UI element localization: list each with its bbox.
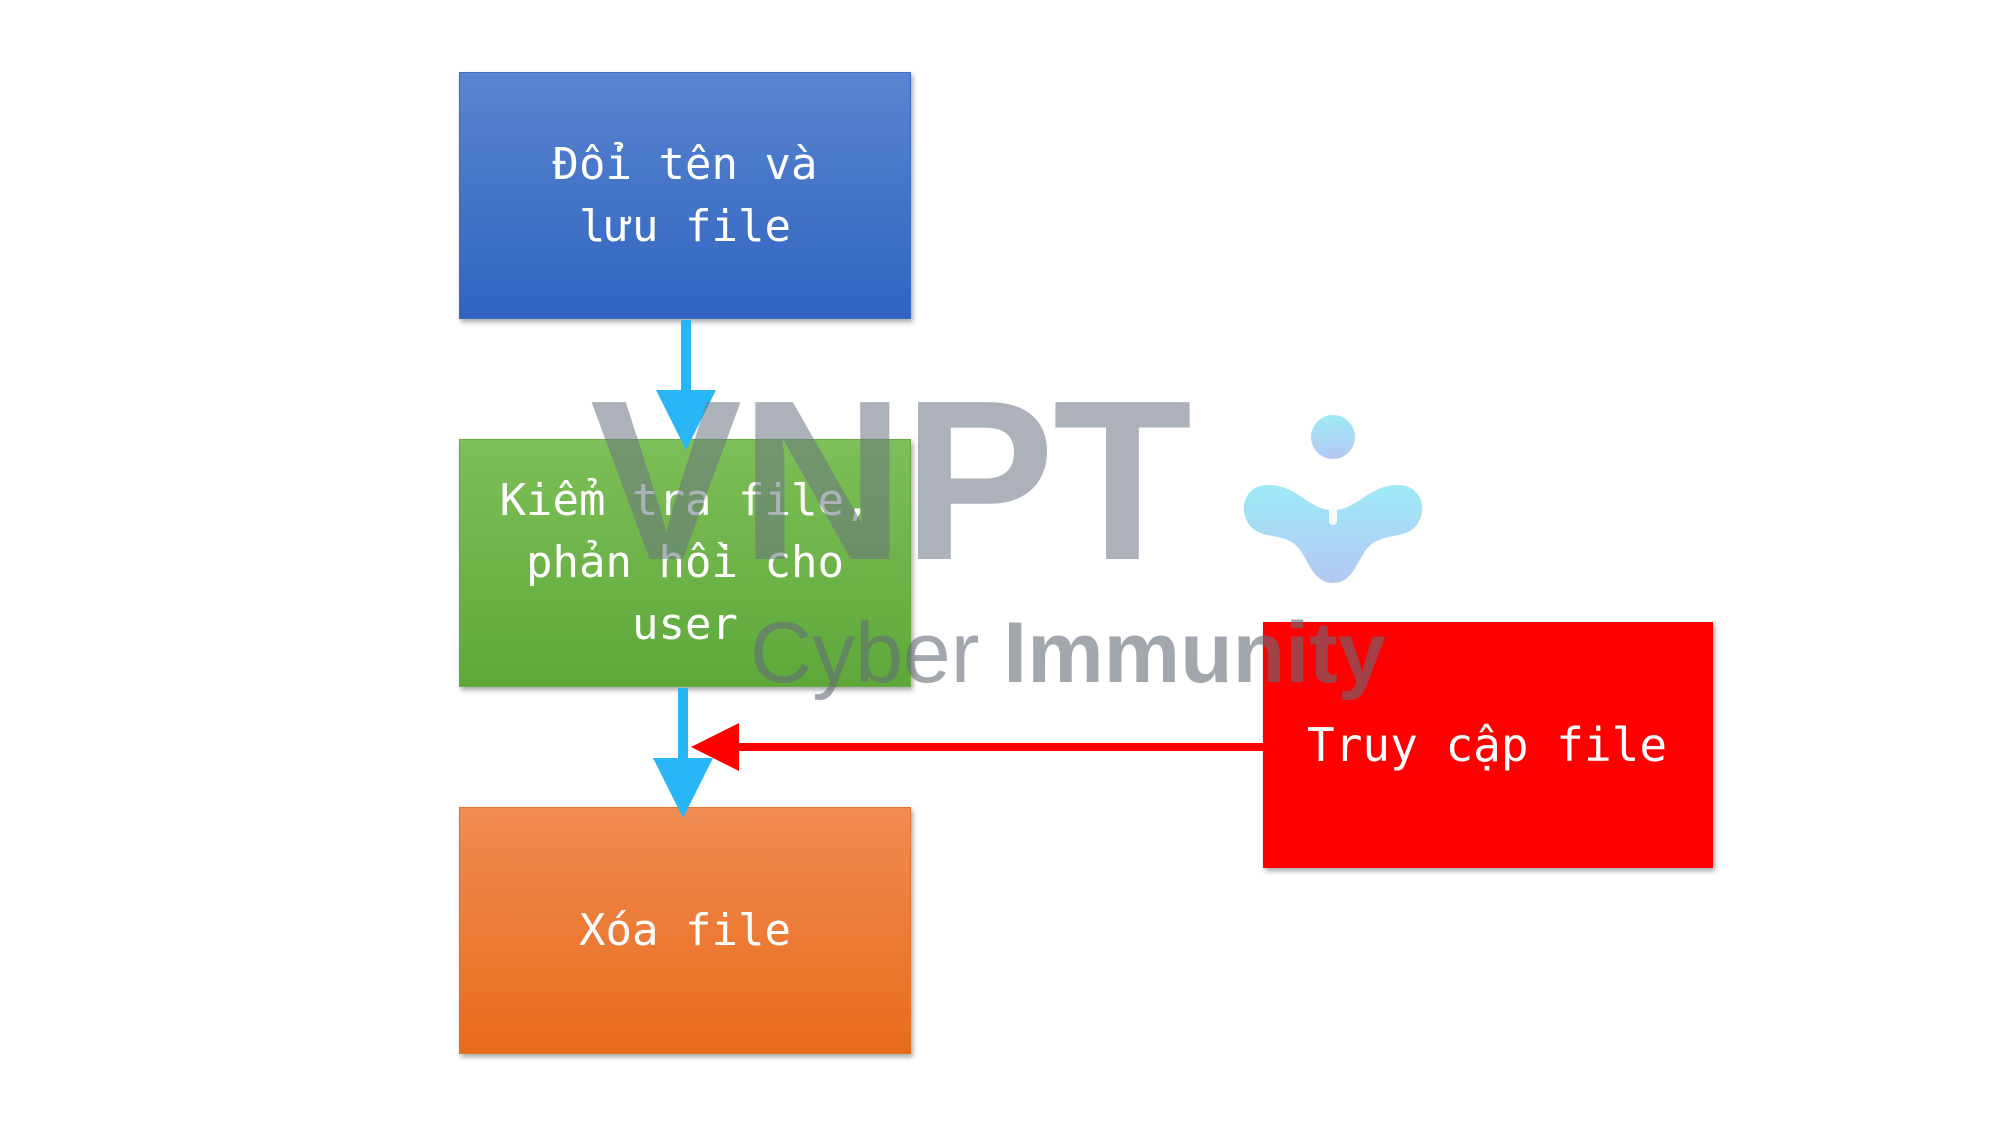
check-file-respond-user-label: Kiểm tra file, phản hồi cho user [499, 475, 871, 650]
access-file-box: Truy cập file [1263, 622, 1713, 868]
rename-and-save-file-label: Đổi tên và lưu file [552, 138, 818, 252]
access-file-label: Truy cập file [1307, 718, 1668, 772]
check-file-respond-user-box: Kiểm tra file, phản hồi cho user [459, 439, 911, 687]
vnpt-cyber-immunity-logo-icon [1243, 415, 1423, 583]
delete-file-box: Xóa file [459, 807, 911, 1054]
rename-and-save-file-box: Đổi tên và lưu file [459, 72, 911, 319]
delete-file-label: Xóa file [579, 904, 791, 956]
